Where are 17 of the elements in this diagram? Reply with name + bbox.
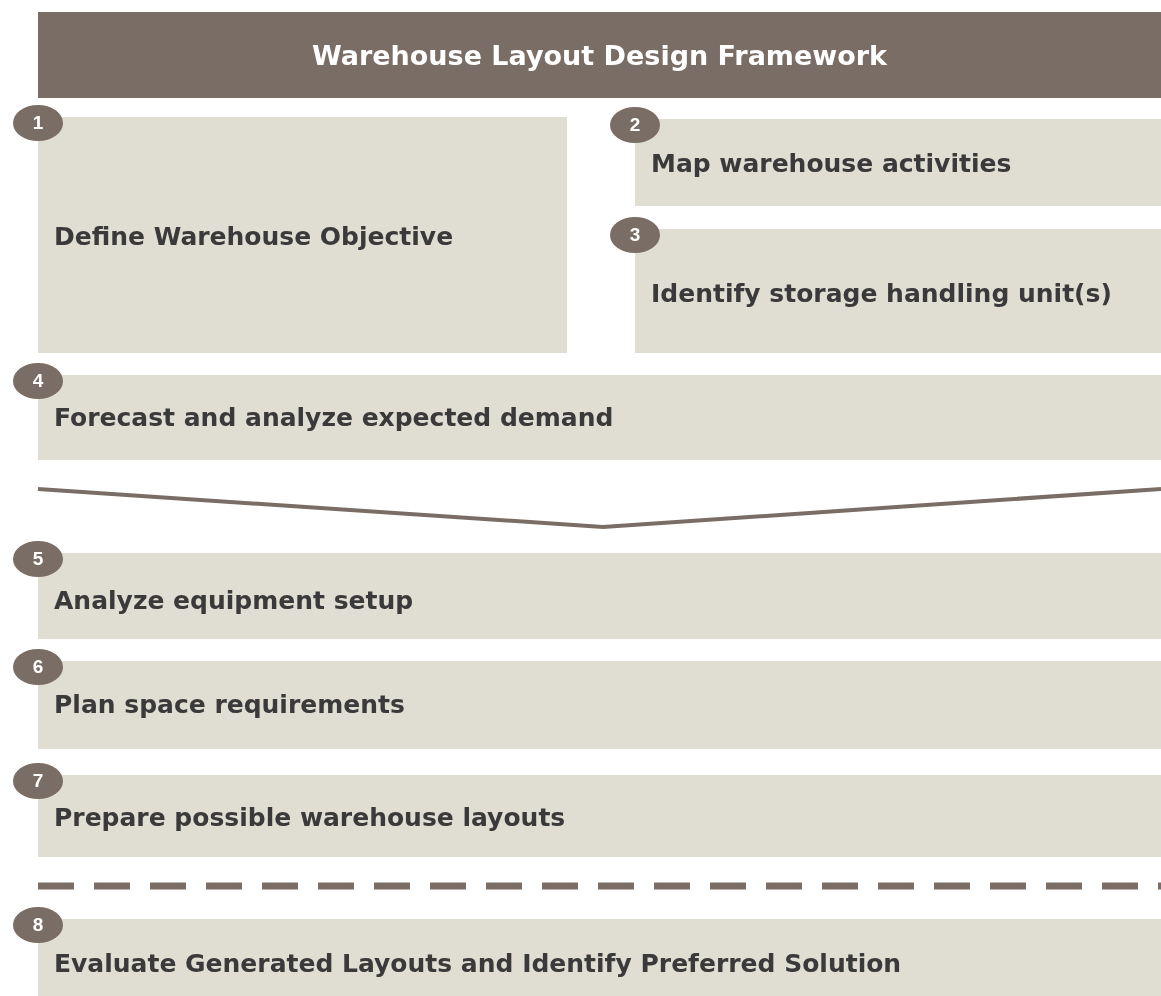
- step-number-badge: 2: [610, 107, 660, 143]
- step-label: Define Warehouse Objective: [54, 222, 454, 251]
- step-number-badge: 8: [13, 907, 63, 943]
- title-text: Warehouse Layout Design Framework: [311, 39, 888, 71]
- step-label: Analyze equipment setup: [54, 586, 414, 615]
- step-label: Evaluate Generated Layouts and Identify Preferred Solution: [54, 949, 902, 978]
- step-label: Map warehouse activities: [651, 149, 1012, 178]
- step-number-badge: 5: [13, 541, 63, 577]
- step-number-badge: 7: [13, 763, 63, 799]
- step-label: Prepare possible warehouse layouts: [54, 803, 566, 832]
- step-label: Forecast and analyze expected demand: [54, 403, 614, 432]
- step-label: Plan space requirements: [54, 690, 405, 719]
- step-label: Identify storage handling unit(s): [651, 279, 1112, 308]
- step-number-badge: 4: [13, 363, 63, 399]
- step-number-badge: 6: [13, 649, 63, 685]
- step-number-badge: 1: [13, 105, 63, 141]
- step-number-badge: 3: [610, 217, 660, 253]
